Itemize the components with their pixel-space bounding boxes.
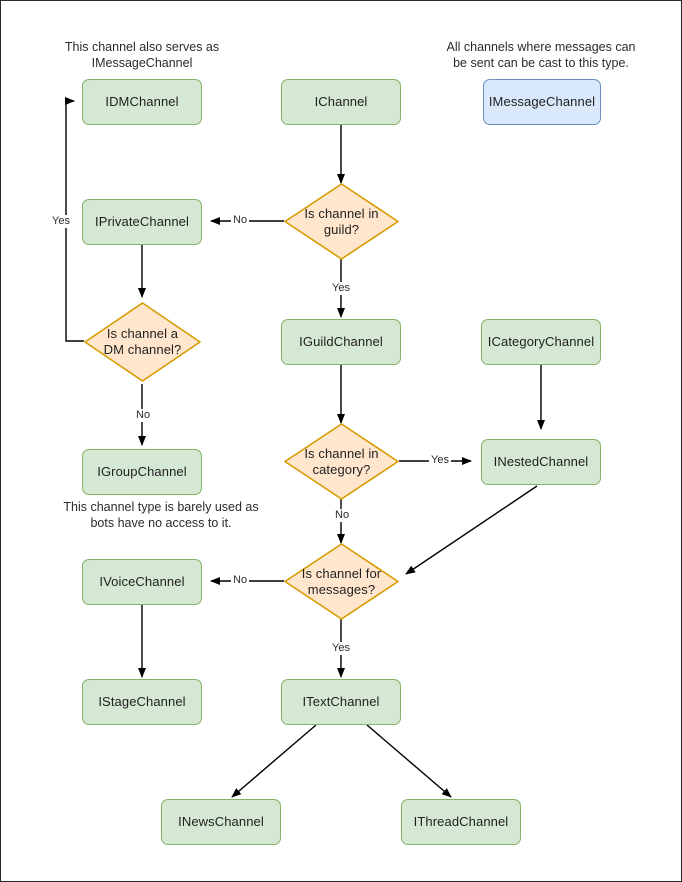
node-ithreadchannel[interactable]: IThreadChannel (401, 799, 521, 845)
node-ichannel-label: IChannel (314, 94, 368, 109)
node-iguildchannel[interactable]: IGuildChannel (281, 319, 401, 365)
diamond-shape-in-guild (284, 183, 399, 260)
decision-in-category-label: Is channel in category? (304, 445, 379, 477)
node-idmchannel-label: IDMChannel (105, 94, 179, 109)
note-message-channel: All channels where messages can be sent … (446, 40, 636, 70)
decision-is-dm-label: Is channel a DM channel? (103, 326, 182, 357)
decision-for-messages-label: Is channel for messages? (301, 565, 382, 597)
edge-label-category-yes: Yes (429, 454, 451, 467)
node-itextchannel-label: ITextChannel (302, 694, 380, 709)
edge-label-messages-yes: Yes (330, 642, 352, 655)
node-icategorychannel[interactable]: ICategoryChannel (481, 319, 601, 365)
node-imessagechannel[interactable]: IMessageChannel (483, 79, 601, 125)
node-ichannel[interactable]: IChannel (281, 79, 401, 125)
node-icategorychannel-label: ICategoryChannel (487, 334, 595, 349)
node-igroupchannel[interactable]: IGroupChannel (82, 449, 202, 495)
node-istagechannel-label: IStageChannel (98, 694, 186, 709)
node-inestedchannel-label: INestedChannel (493, 454, 589, 469)
node-inewschannel[interactable]: INewsChannel (161, 799, 281, 845)
decision-is-channel-in-category[interactable]: Is channel in category? (284, 423, 399, 500)
decision-is-channel-for-messages[interactable]: Is channel for messages? (284, 543, 399, 620)
node-inewschannel-label: INewsChannel (178, 814, 264, 829)
diamond-shape-is-dm (84, 302, 201, 382)
diamond-shape-in-category (284, 423, 399, 500)
edge-label-dm-no: No (134, 409, 153, 422)
node-ivoicechannel-label: IVoiceChannel (99, 574, 185, 589)
node-imessagechannel-label: IMessageChannel (488, 94, 596, 109)
node-ithreadchannel-label: IThreadChannel (413, 814, 509, 829)
decision-is-channel-dm[interactable]: Is channel a DM channel? (84, 302, 201, 382)
edge-label-guild-no: No (231, 214, 250, 227)
edge-itextchannel-to-ithreadchannel (366, 724, 452, 798)
node-itextchannel[interactable]: ITextChannel (281, 679, 401, 725)
note-group-channel: This channel type is barely used as bots… (63, 500, 259, 530)
diamond-shape-for-messages (284, 543, 399, 620)
node-inestedchannel[interactable]: INestedChannel (481, 439, 601, 485)
note-dm-channel: This channel also serves as IMessageChan… (64, 40, 220, 70)
node-istagechannel[interactable]: IStageChannel (82, 679, 202, 725)
decision-in-guild-label: Is channel in guild? (304, 205, 379, 237)
node-igroupchannel-label: IGroupChannel (97, 464, 187, 479)
node-iguildchannel-label: IGuildChannel (299, 334, 383, 349)
decision-is-channel-in-guild[interactable]: Is channel in guild? (284, 183, 399, 260)
edge-label-dm-yes: Yes (50, 215, 72, 228)
edge-label-category-no: No (333, 509, 352, 522)
edge-inestedchannel-to-formessages (405, 485, 538, 575)
node-ivoicechannel[interactable]: IVoiceChannel (82, 559, 202, 605)
edge-label-guild-yes: Yes (330, 282, 352, 295)
node-idmchannel[interactable]: IDMChannel (82, 79, 202, 125)
edge-itextchannel-to-inewschannel (231, 724, 317, 798)
node-iprivatechannel[interactable]: IPrivateChannel (82, 199, 202, 245)
edge-label-messages-no: No (231, 574, 250, 587)
node-iprivatechannel-label: IPrivateChannel (95, 214, 189, 229)
